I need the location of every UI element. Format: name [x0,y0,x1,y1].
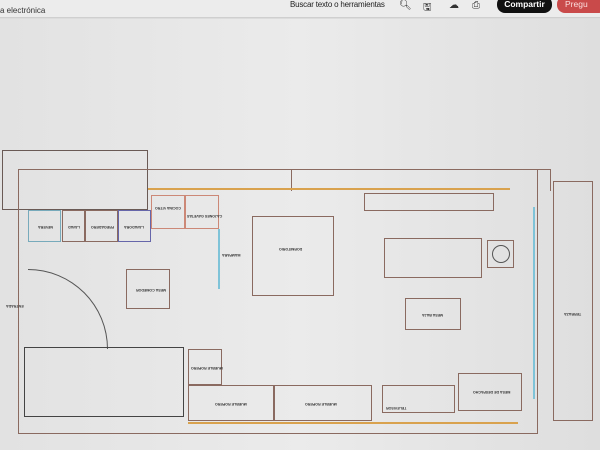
mueble-ropero-1: MUEBLE ROPERO [188,349,223,385]
mesa-baja: MESA BAJA [405,298,461,330]
terrace-window [533,207,535,399]
outer-wall [18,169,538,434]
televisor: TELEVISOR [382,385,455,413]
print-icon[interactable]: ⎙ [472,0,480,11]
save-icon[interactable]: 🖫 [423,2,432,13]
wall-top-right [291,169,551,191]
lavadora: LAVADORA [118,210,151,242]
terraza: TERRAZA [553,181,593,421]
mampara-label: MAMPARA [222,253,241,257]
search-icon[interactable]: 🔍︎ [399,0,412,11]
floor-plan-canvas: NEVERA LAVAD FREGADERO LAVADORA COCINA V… [0,19,600,450]
pdf-toolbar: a electrónica Buscar texto o herramienta… [0,0,600,18]
document-name: a electrónica [0,6,46,15]
bathroom [24,347,184,417]
cloud-upload-icon[interactable]: ☁ [449,0,459,11]
mesa-despacho: MESA DE DESPACHO [458,373,522,411]
mueble-ropero-2: MUEBLE ROPERO [188,385,274,421]
mueble-ropero-3: MUEBLE ROPERO [274,385,372,421]
share-button[interactable]: Compartir [497,0,552,13]
mesa-comedor: MESA COMEDOR [126,269,170,309]
sofa [384,238,482,278]
wall-orange-bottom [188,422,518,424]
ask-button[interactable]: Pregu [557,0,600,13]
wall-orange-top [148,188,510,190]
lavad: LAVAD [62,210,85,242]
entrada-label: ENTRADA [6,304,24,308]
mampara [218,229,220,289]
cajones: CAJONES GAVETAS [185,195,222,229]
nevera: NEVERA [28,210,61,242]
shelf [364,193,494,211]
cocina-vitro: COCINA VITRO [151,195,185,229]
dormitorio: DORMITORIO [252,216,334,296]
wall-top-left [2,150,148,210]
fregadero: FREGADERO [85,210,118,242]
side-table [487,240,514,268]
search-tools-field[interactable]: Buscar texto o herramientas [290,0,385,9]
